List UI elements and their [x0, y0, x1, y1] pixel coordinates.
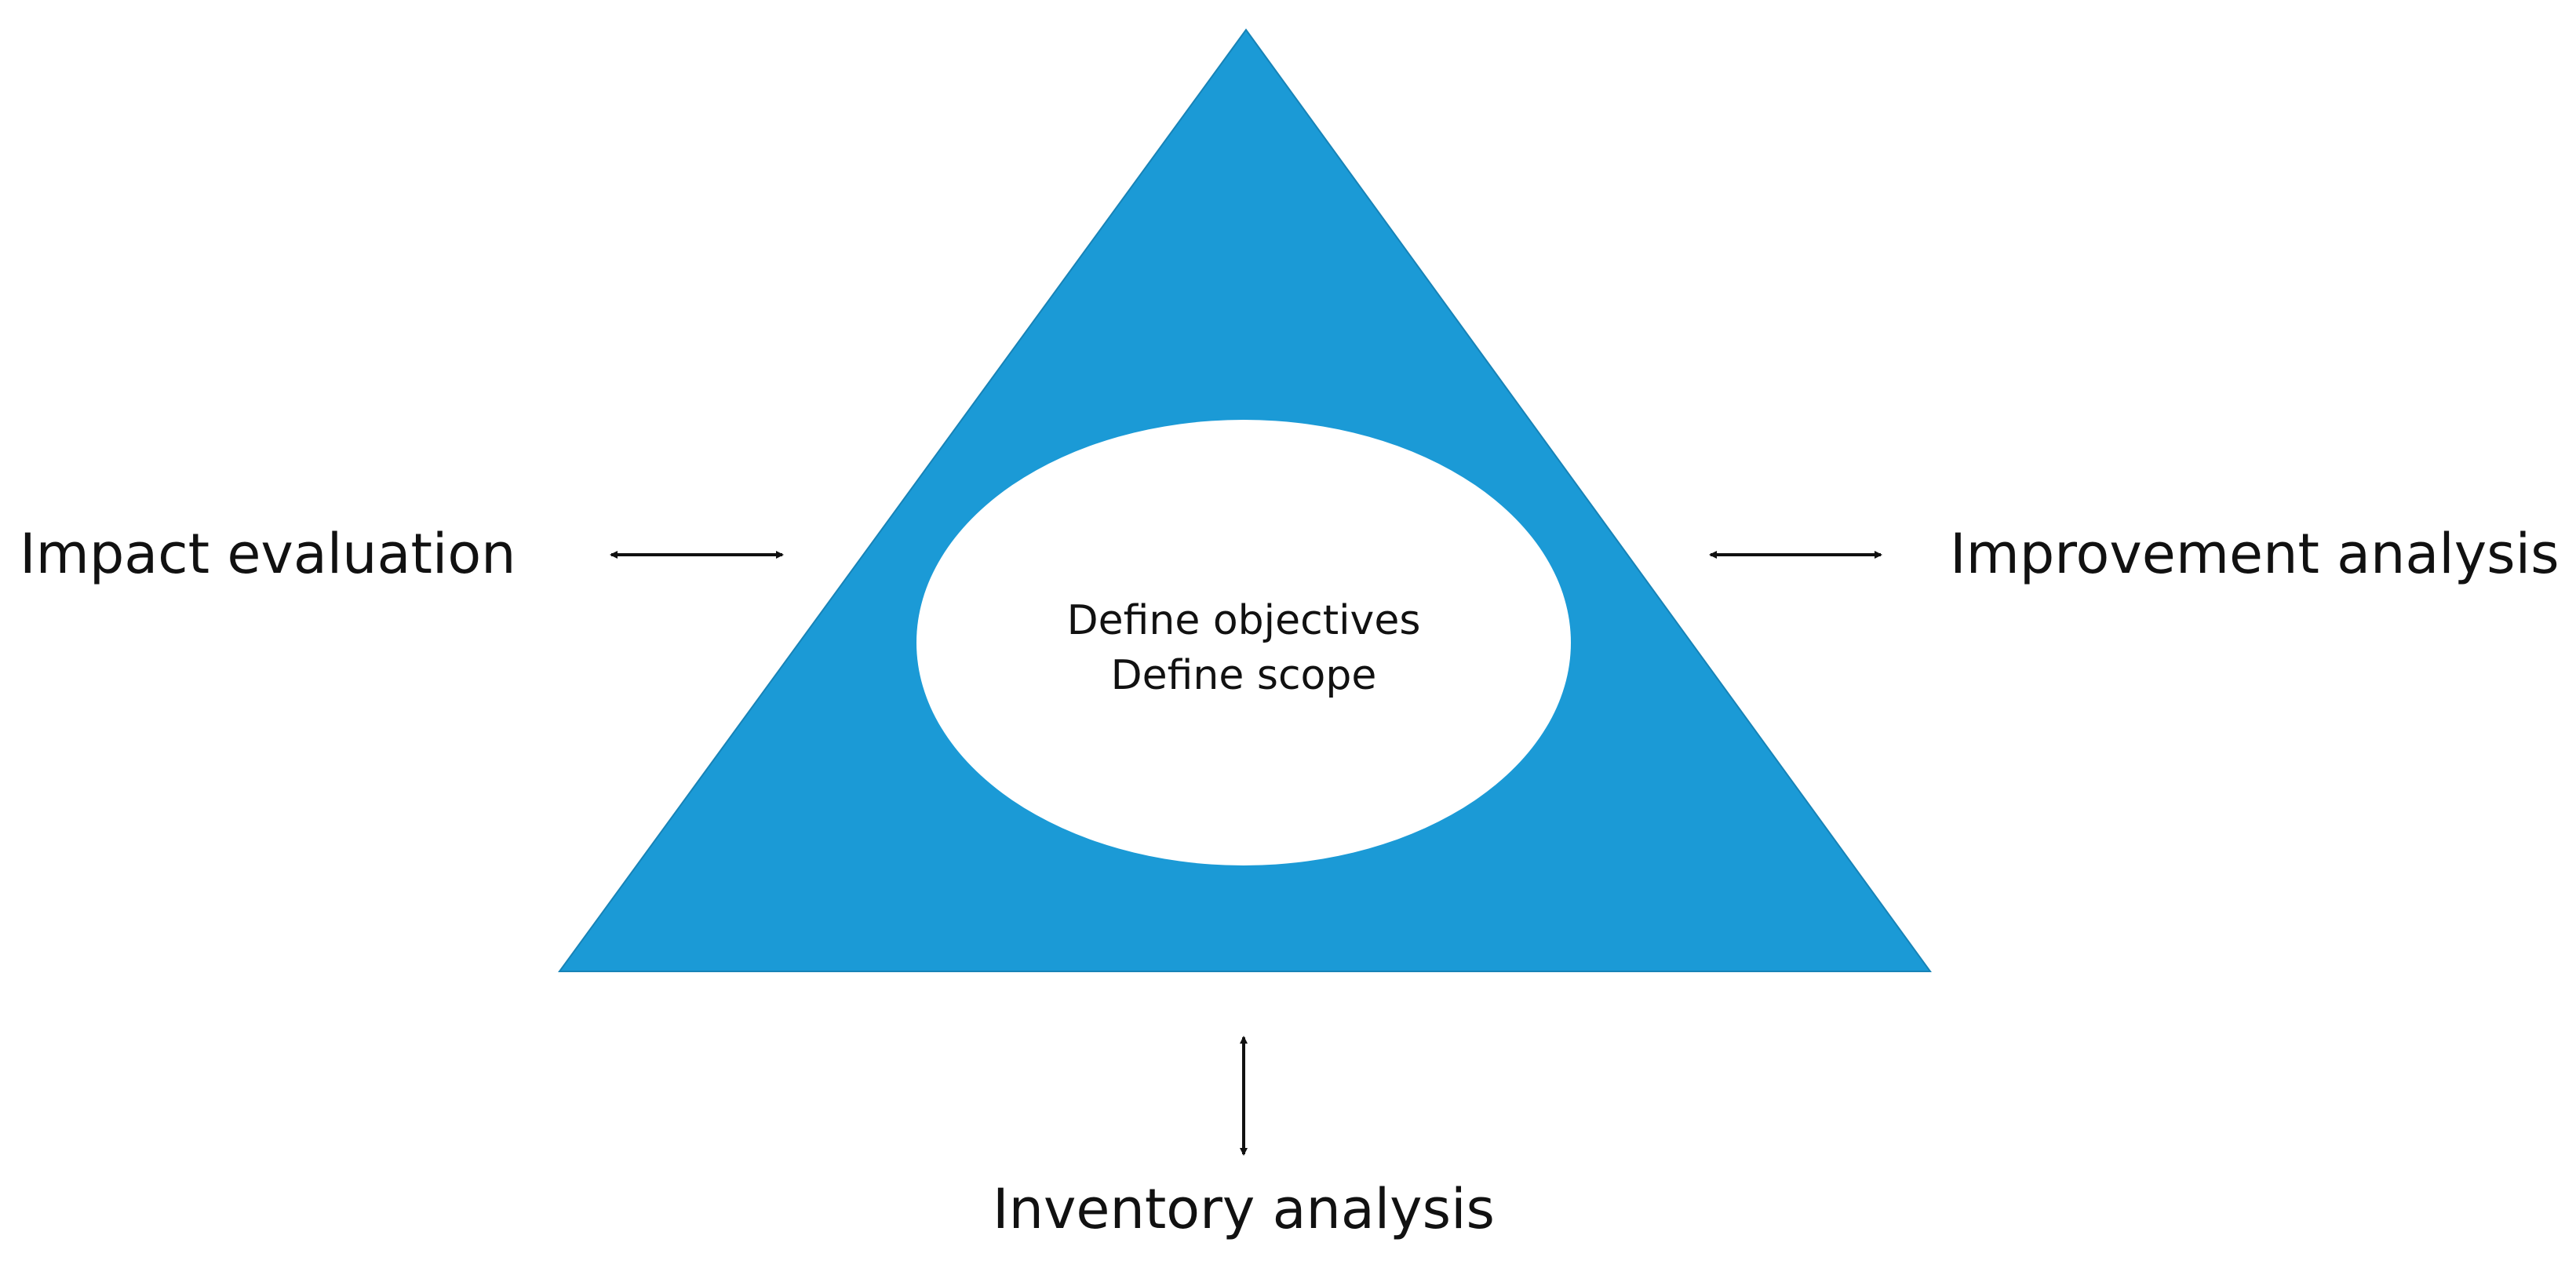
impact-evaluation-label: Impact evaluation [20, 522, 516, 586]
inventory-analysis-label: Inventory analysis [993, 1177, 1495, 1241]
define-objectives-text: Define objectives [1067, 597, 1421, 644]
improvement-analysis-label: Improvement analysis [1950, 522, 2560, 586]
define-scope-text: Define scope [1111, 652, 1377, 699]
goal-scope-ellipse [916, 420, 1571, 865]
